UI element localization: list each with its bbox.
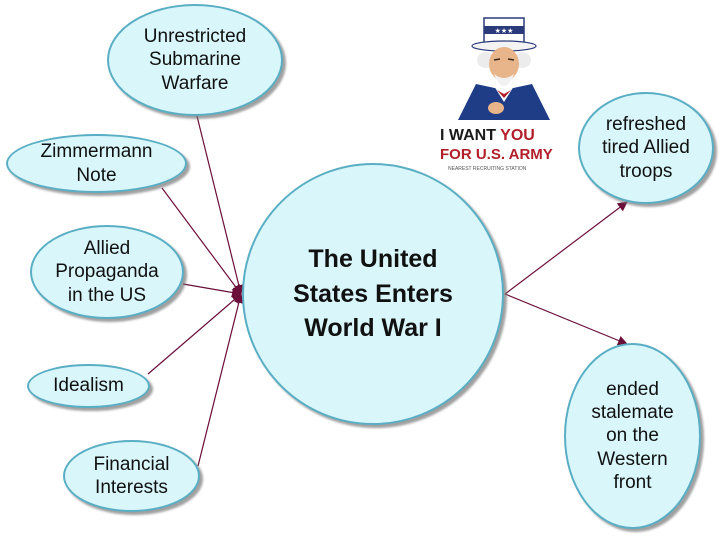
node-label: Zimmermann Note	[41, 140, 153, 186]
poster-line1a: I WANT	[440, 127, 500, 144]
svg-text:I WANT YOU: I WANT YOU	[440, 127, 535, 144]
arrow-financial-to-center	[198, 294, 241, 466]
node-label: ended stalemate on the Western front	[591, 378, 673, 494]
node-unrestricted-submarine-warfare: Unrestricted Submarine Warfare	[107, 4, 283, 116]
node-label: Idealism	[53, 374, 124, 397]
poster-line3: NEAREST RECRUITING STATION	[448, 166, 527, 172]
poster-line2: FOR U.S. ARMY	[440, 146, 553, 163]
node-ended-stalemate: ended stalemate on the Western front	[564, 343, 701, 529]
node-us-enters-ww1: The United States Enters World War I	[242, 163, 504, 425]
node-label: refreshed tired Allied troops	[602, 113, 690, 183]
arrow-propaganda-to-center	[183, 284, 241, 294]
poster-line1b: YOU	[500, 127, 535, 144]
arrow-center-to-stalemate	[505, 294, 627, 344]
node-label: Unrestricted Submarine Warfare	[144, 25, 246, 95]
center-label: The United States Enters World War I	[293, 242, 453, 346]
arrow-submarine-to-center	[196, 112, 241, 294]
node-label: Financial Interests	[93, 453, 169, 499]
node-label: Allied Propaganda in the US	[55, 237, 159, 307]
node-financial-interests: Financial Interests	[63, 440, 200, 512]
svg-text:★★★: ★★★	[495, 27, 514, 35]
arrow-idealism-to-center	[148, 294, 241, 374]
node-zimmermann-note: Zimmermann Note	[6, 134, 187, 193]
node-refreshed-allied-troops: refreshed tired Allied troops	[578, 92, 714, 204]
node-allied-propaganda: Allied Propaganda in the US	[30, 225, 184, 319]
node-idealism: Idealism	[27, 364, 150, 408]
uncle-sam-poster: ★★★ I WANT YOU FOR U.S. ARMY NEAREST REC…	[436, 16, 576, 176]
arrow-center-to-refreshed	[505, 202, 627, 294]
